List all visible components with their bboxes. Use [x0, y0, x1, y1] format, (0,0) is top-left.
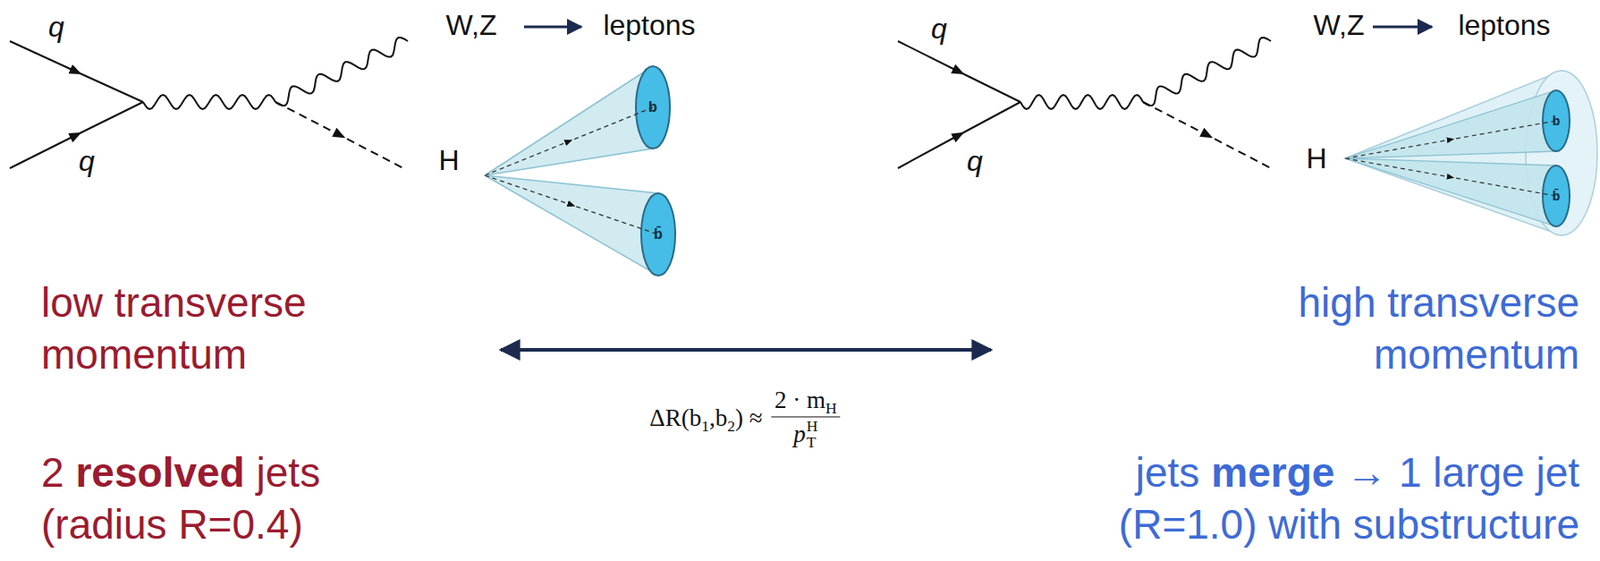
quark-lines	[9, 41, 1021, 169]
diagram-label: q	[78, 146, 95, 176]
diagram-label: H	[1305, 143, 1327, 173]
script-stack: HT	[806, 418, 819, 450]
caption-block: high transverse momentum	[1221, 277, 1580, 381]
jet-label: b̄	[653, 227, 663, 242]
boson-wave	[275, 37, 408, 106]
resolved-jets	[484, 66, 676, 276]
diagram-label: q	[48, 12, 65, 42]
formula-superscript: H	[806, 418, 819, 435]
merged-jet	[1345, 70, 1598, 236]
diagram-label: q	[966, 146, 983, 176]
boson-lines	[143, 37, 1271, 110]
formula-subscript: T	[806, 434, 819, 451]
jet-label: b	[648, 100, 658, 115]
formula-subscript: H	[825, 399, 838, 418]
caption-text: high transverse momentum	[1298, 279, 1581, 378]
caption-text: jets	[1135, 448, 1201, 496]
diagram-label: leptons	[602, 10, 695, 40]
formula-subscript: 2	[727, 417, 736, 436]
double-arrow	[500, 347, 991, 352]
diagram-label: leptons	[1457, 10, 1550, 40]
formula-text: ) ≈	[735, 405, 763, 432]
jet-label: b	[1552, 114, 1561, 127]
diagram-label: W,Z	[446, 10, 498, 40]
formula-subscript: 1	[701, 417, 710, 436]
caption-block: low transverse momentum	[41, 277, 364, 381]
formula-text: ΔR(b	[649, 405, 702, 432]
caption-text: low transverse momentum	[41, 279, 307, 378]
jet-label: b̄	[1552, 189, 1561, 203]
caption-block: jetsmerge→ 1 large jet (R=1.0) with subs…	[1024, 447, 1580, 551]
diagram-label: q	[931, 14, 948, 43]
formula-lhs: ΔR(b1,b2) ≈	[649, 405, 762, 433]
caption-text: resolved	[75, 448, 245, 496]
diagram-label: W,Z	[1313, 10, 1365, 40]
delta-r-formula: ΔR(b1,b2) ≈2 · mHpHT	[649, 386, 840, 450]
caption-block: 2resolvedjets (radius R=0.4)	[41, 447, 373, 551]
boson-wave	[1142, 37, 1271, 106]
formula-text: 2 · m	[774, 386, 826, 414]
higgs-lines	[275, 101, 1271, 169]
caption-text: 2	[41, 448, 65, 496]
diagram-label: H	[438, 145, 459, 175]
numerator: 2 · mH	[770, 386, 841, 417]
formula-text: ,b	[709, 405, 728, 432]
formula-text: p	[793, 421, 806, 449]
caption-text: merge	[1210, 448, 1335, 496]
fraction: 2 · mHpHT	[770, 386, 841, 450]
boson-wave	[143, 94, 276, 110]
boson-wave	[1020, 94, 1143, 110]
denominator: pHT	[789, 416, 822, 450]
